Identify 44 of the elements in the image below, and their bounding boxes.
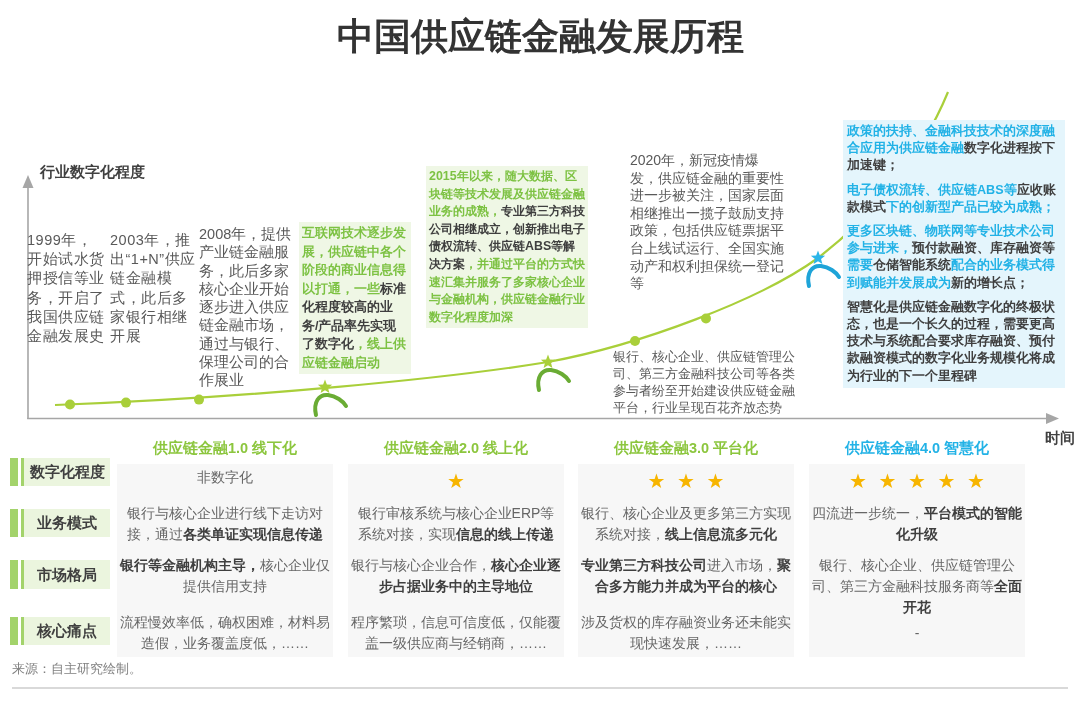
title: 中国供应链金融发展历程 xyxy=(336,15,744,59)
star-rating: ★ ★ ★ ★ ★ xyxy=(849,470,985,492)
description-text: 涉及货权的库存融资业务还未能实现快速发展，…… xyxy=(581,613,791,653)
description-text: 银行、核心企业、供应链管理公司、第三方金融科技服务商等全面开花 xyxy=(812,556,1022,617)
description-text: 四流进一步统一，平台模式的智能化升级 xyxy=(812,504,1022,544)
highlight-box xyxy=(843,120,1065,388)
axis-title: 行业数字化程度 xyxy=(40,163,145,182)
stage-heading: 供应链金融1.0 线下化 xyxy=(152,439,298,458)
source-note: 来源：自主研究绘制。 xyxy=(12,661,142,677)
row-label: 核心痛点 xyxy=(37,621,97,641)
milestone-text: 2020年，新冠疫情爆发，供应链金融的重要性进一步被关注，国家层面相继推出一揽子鼓励支持政策，包括供应链票据平台上线试运行、全国实施动产和权利担保统一登记等 xyxy=(630,152,784,293)
milestone-text: 1999年，开始试水货押授信等业务，开启了我国供应链金融发展史 xyxy=(27,231,106,346)
star-rating: ★ xyxy=(447,470,465,492)
stage-heading: 供应链金融3.0 平台化 xyxy=(613,439,759,458)
stage-heading: 供应链金融2.0 线上化 xyxy=(383,439,529,458)
star-rating: ★ ★ ★ xyxy=(647,470,725,492)
row-header xyxy=(10,617,110,645)
note-text: 互联网技术逐步发展，供应链中各个阶段的商业信息得以打通，一些标准化程度较高的业务/产品率先实现了数字化，线上供应链金融启动 xyxy=(302,225,407,372)
note-text: 智慧化是供应链金融数字化的终极状态，也是一个长久的过程，需要更高技术与系统配合要求库存融资、预付款融资模式的数字化业务规模化将成为行业的下一个里程碑 xyxy=(847,298,1056,385)
description-text: 银行审核系统与核心企业ERP等系统对接，实现信息的线上传递 xyxy=(356,504,556,544)
description-text: 程序繁琐，信息可信度低，仅能覆盖一级供应商与经销商，…… xyxy=(351,613,561,653)
note-text: 电子债权流转、供应链ABS等应收账款模式下的创新型产品已较为成熟； xyxy=(847,181,1057,216)
description-text: 银行与核心企业合作，核心企业逐步占据业务中的主导地位 xyxy=(351,556,561,596)
row-header xyxy=(10,509,110,537)
milestone-text: 银行、核心企业、供应链管理公司、第三方金融科技公司等各类参与者纷至开始建设供应链金融平台，行业呈现百花齐放态势 xyxy=(613,348,796,416)
milestone-text: 2008年，提供产业链金融服务，此后多家核心企业开始逐步进入供应链金融市场，通过与银行、保理公司的合作展业 xyxy=(199,225,292,390)
level-text: 非数字化 xyxy=(197,467,253,487)
row-header xyxy=(10,458,110,486)
stage-heading: 供应链金融4.0 智慧化 xyxy=(844,439,990,458)
axis-title: 时间 xyxy=(1045,429,1075,448)
note-text: 政策的扶持、金融科技技术的深度融合应用为供应链金融数字化进程按下加速键； xyxy=(847,123,1056,175)
row-label: 市场格局 xyxy=(37,564,97,585)
description-text: 银行与核心企业进行线下走访对接，通过各类单证实现信息传递 xyxy=(126,504,324,544)
milestone-text: 2003年，推出“1+N”供应链金融模式，此后多家银行相继开展 xyxy=(110,231,196,346)
note-text: 2015年以来，随大数据、区块链等技术发展及供应链金融业务的成熟，专业第三方科技公司相继成立，创新推出电子债权流转、供应链ABS等解决方案，并通过平台的方式快速汇集并服务了多家核心企业与金融机构，供应链金融行业数字化程度加深 xyxy=(429,168,585,326)
note-text: 更多区块链、物联网等专业技术公司参与进来，预付款融资、库存融资等需要仓储智能系统配合的业务模式得到赋能并发展成为新的增长点； xyxy=(847,223,1056,292)
description-text: 银行、核心企业及更多第三方实现系统对接，线上信息流多元化 xyxy=(581,504,791,544)
description-text: 专业第三方科技公司进入市场，聚合多方能力并成为平台的核心 xyxy=(581,556,791,596)
description-text: 流程慢效率低，确权困难，材料易造假，业务覆盖度低，…… xyxy=(120,613,330,653)
description-text: - xyxy=(914,623,920,643)
row-header xyxy=(10,560,110,589)
row-label: 业务模式 xyxy=(37,513,97,533)
description-text: 银行等金融机构主导，核心企业仅提供信用支持 xyxy=(120,556,330,596)
row-label: 数字化程度 xyxy=(29,462,105,482)
